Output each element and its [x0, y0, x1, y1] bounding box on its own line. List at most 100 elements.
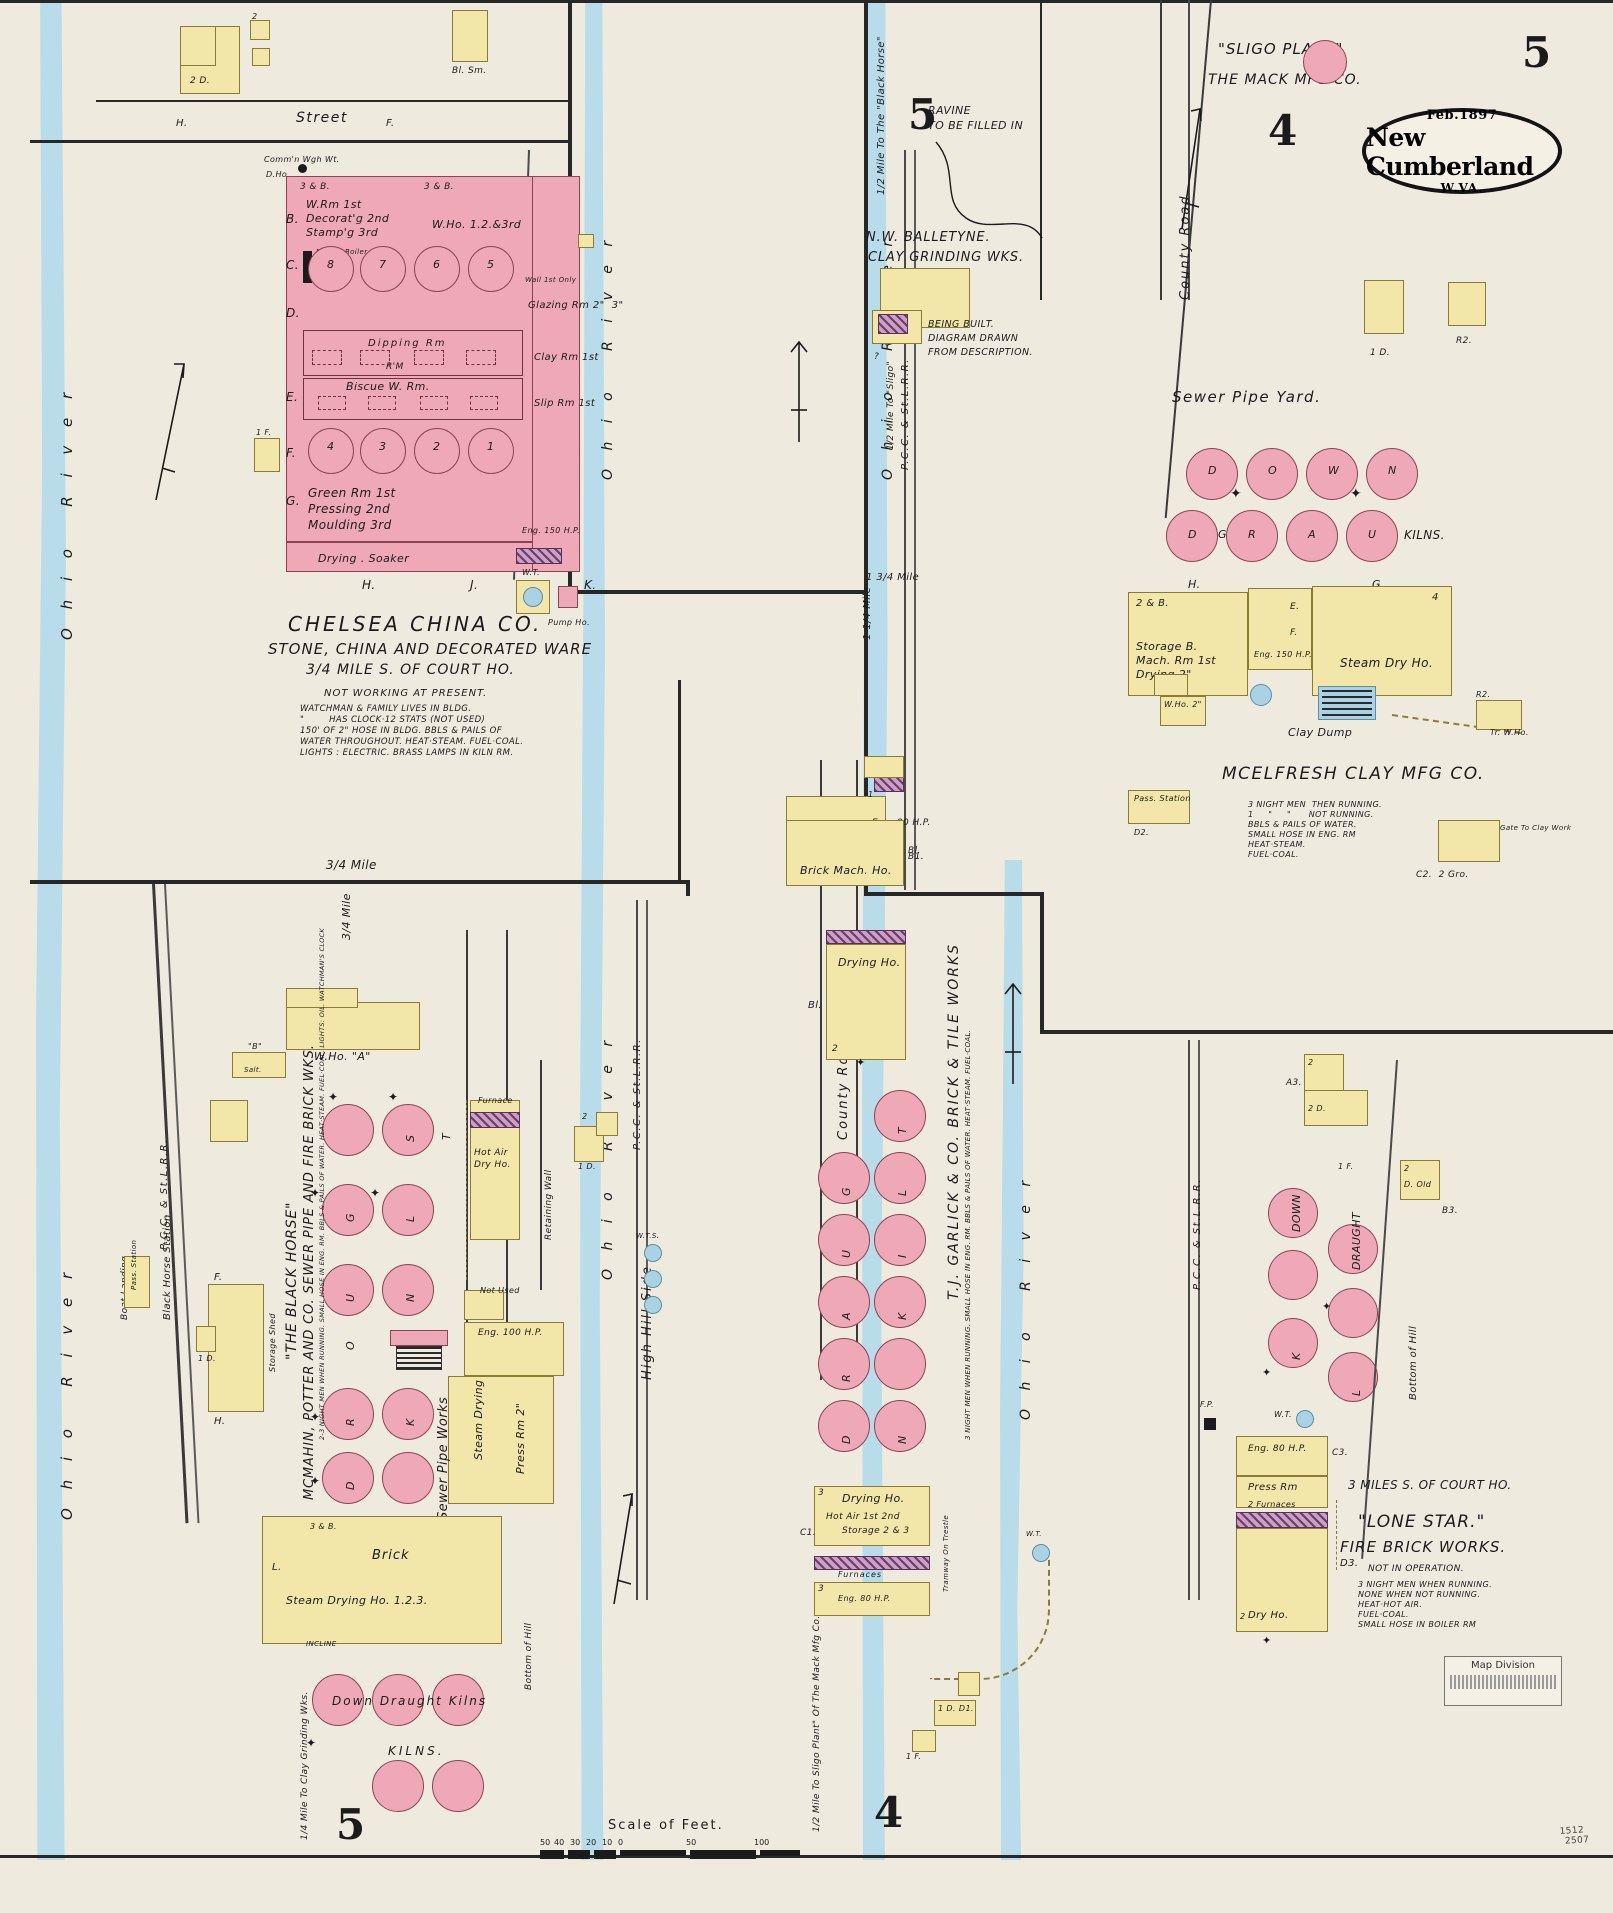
- garlick-note: 3 NIGHT MEN WHEN RUNNING. SMALL HOSE IN …: [964, 1029, 972, 1440]
- garlick-small-shed-2-label: 1 D. D1.: [938, 1704, 974, 1713]
- lonestar-note-2: NONE WHEN NOT RUNNING.: [1358, 1590, 1481, 1599]
- garlick-drying-label-2: Drying Ho.: [842, 1492, 905, 1505]
- lonestar-distance: 3 MILES S. OF COURT HO.: [1348, 1478, 1512, 1492]
- chelsea-water-tank: [523, 587, 543, 607]
- chelsea-title: CHELSEA CHINA CO.: [288, 612, 543, 636]
- lonestar-dry-house-label: Dry Ho.: [1248, 1610, 1289, 1621]
- chelsea-kiln-2-label: 2: [433, 440, 441, 453]
- mcmahin-nickname: "THE BLACK HORSE": [284, 1201, 300, 1360]
- distance-note-3-4-mile: 3/4 Mile: [326, 858, 377, 872]
- lonestar-kiln-word-3: K: [1290, 1352, 1303, 1360]
- pass-station-label: Pass. Station: [130, 1239, 138, 1290]
- lonestar-eng-label: Eng. 80 H.P.: [1248, 1444, 1307, 1454]
- mcmahin-bottom-kiln-2: [372, 1674, 424, 1726]
- lonestar-note-4: FUEL·COAL.: [1358, 1610, 1409, 1619]
- lonestar-dry-marker: ✦: [1262, 1634, 1272, 1647]
- lonestar-c3-label: C3.: [1332, 1448, 1349, 1458]
- mcmahin-kiln-r5c1: [322, 1452, 374, 1504]
- garlick-furnace-1: [826, 930, 906, 944]
- mcelfresh-kiln-letter-u2: U: [1368, 528, 1377, 541]
- chelsea-kiln-7: [360, 246, 406, 292]
- garlick-kiln-r4c2: [874, 1338, 926, 1390]
- garlick-kiln-word-7: K: [896, 1312, 909, 1320]
- garlick-drying-house-1: [826, 944, 906, 1060]
- chelsea-kiln-7-label: 7: [379, 258, 387, 271]
- mcelfresh-storage-building: [1128, 592, 1248, 696]
- garlick-spur-label: Tramway On Trestle: [942, 1514, 950, 1592]
- garlick-c1-mark: C1.: [800, 1528, 817, 1538]
- mcelfresh-tr-wh-label: Tr. W.Ho.: [1490, 728, 1529, 737]
- lonestar-kiln-word-2: DRAUGHT: [1350, 1211, 1363, 1270]
- block-divider-vert-right: [1040, 0, 1042, 300]
- mcelfresh-mark-f: F.: [1290, 628, 1298, 638]
- chelsea-letter-k: K.: [584, 578, 597, 592]
- scale-tick-20: 20: [586, 1838, 597, 1847]
- mcmahin-kiln-word-col2b: L: [404, 1215, 417, 1222]
- chelsea-dipping-label: Dipping Rm: [368, 338, 447, 349]
- chelsea-pump-label: Pump Ho.: [548, 618, 590, 627]
- lonestar-press-rm-label: Press Rm: [1248, 1482, 1298, 1493]
- mcmahin-left-shed-2: [196, 1326, 216, 1352]
- mcelfresh-kiln-letter-r2: R: [1248, 528, 1257, 541]
- chelsea-outbuilding-4: [252, 48, 270, 66]
- lonestar-d3-label: D3.: [1340, 1558, 1359, 1569]
- mcmahin-kiln-r3c1: [322, 1264, 374, 1316]
- chelsea-room-decorating: Decorat'g 2nd: [306, 212, 390, 225]
- scale-bar-seg-4: [620, 1850, 686, 1856]
- chelsea-note-5: LIGHTS : ELECTRIC. BRASS LAMPS IN KILN R…: [300, 748, 514, 758]
- scale-tick-10: 10: [602, 1838, 613, 1847]
- chelsea-pressing: Pressing 2nd: [308, 502, 391, 516]
- chelsea-kiln-5-label: 5: [487, 258, 495, 271]
- distance-note-sligo-half: 1/2 Mile To "Sligo": [886, 360, 896, 450]
- mcelfresh-kiln-word-kilns: KILNS.: [1404, 528, 1445, 542]
- mcmahin-eng-building: [464, 1322, 564, 1376]
- lonestar-kiln-6: [1328, 1352, 1378, 1402]
- mcmahin-hot-air-label: Hot Air: [474, 1148, 508, 1158]
- sheet-number: 5: [1522, 28, 1552, 77]
- mcmahin-bottom-kilns-label: Down Draught Kilns: [332, 1694, 488, 1708]
- cartouche-place: New Cumberland: [1366, 122, 1534, 181]
- map-division-label: Map Division: [1471, 1660, 1535, 1671]
- garlick-top-shed: [864, 756, 904, 778]
- ravine-note: RAVINE TO BE FILLED IN: [928, 104, 1024, 132]
- mcmahin-steam-drying-label: Steam Drying: [472, 1379, 485, 1460]
- chelsea-dho-label: D.Ho.: [266, 170, 291, 179]
- chelsea-kiln-6-label: 6: [433, 258, 441, 271]
- mcelfresh-small-wh: [1160, 696, 1206, 726]
- scale-bar-seg-1: [540, 1850, 564, 1859]
- black-horse-station: [124, 1256, 150, 1308]
- mcmahin-salt-shed-label: Salt.: [244, 1066, 262, 1074]
- lonestar-dry-house-no: 2: [1240, 1612, 1246, 1621]
- mcmahin-right-shed-label: 1 D.: [578, 1162, 596, 1171]
- mcmahin-bottom-kiln-marker: ✦: [306, 1736, 317, 1750]
- mcmahin-bottom-kiln-4: [372, 1760, 424, 1812]
- lonestar-wt-circle: [1296, 1410, 1314, 1428]
- mcmahin-not-used-label: Not Used: [480, 1286, 520, 1295]
- mcmahin-press-rm-label: Press Rm 2": [514, 1402, 527, 1474]
- garlick-brick-mach-house: [786, 820, 904, 886]
- mcelfresh-note-2: 1 " " NOT RUNNING.: [1248, 810, 1374, 819]
- lonestar-kiln-word-1: DOWN: [1290, 1194, 1303, 1232]
- garlick-marker-1: ✦: [856, 1056, 866, 1069]
- railroad-label-5: P.C.C. & St.L.R.R.: [1192, 1178, 1203, 1290]
- mcmahin-kiln-r2c1: [322, 1184, 374, 1236]
- mcelfresh-gate-building: [1438, 820, 1500, 862]
- mcmahin-bottom-kiln-1: [312, 1674, 364, 1726]
- mcmahin-bottom-kiln-5: [432, 1760, 484, 1812]
- chelsea-kiln-3-label: 3: [379, 440, 387, 453]
- distance-note-sligo-bottom: 1/2 Mile To Sligo Plant" Of The Mack Mfg…: [812, 1615, 822, 1832]
- chelsea-kiln-8: [308, 246, 354, 292]
- chelsea-dip-box-3: [414, 350, 444, 365]
- block-divider-vert-4: [1040, 892, 1044, 1034]
- lonestar-press-rm: [1236, 1476, 1328, 1508]
- mcmahin-eng-hatch: [396, 1346, 442, 1370]
- balletyne-title: N.W. BALLETYNE.: [866, 230, 991, 245]
- mcelfresh-mark-e: E.: [1290, 602, 1300, 612]
- block-divider-vert-5: [678, 680, 681, 880]
- mcmahin-wt-circle-1: [644, 1244, 662, 1262]
- mcmahin-salt-shed: [232, 1052, 286, 1078]
- mcmahin-kiln-r4c1: [322, 1388, 374, 1440]
- chelsea-scale-dot: [298, 164, 307, 173]
- chelsea-commn-wgh-label: Comm'n Wgh Wt.: [264, 155, 340, 164]
